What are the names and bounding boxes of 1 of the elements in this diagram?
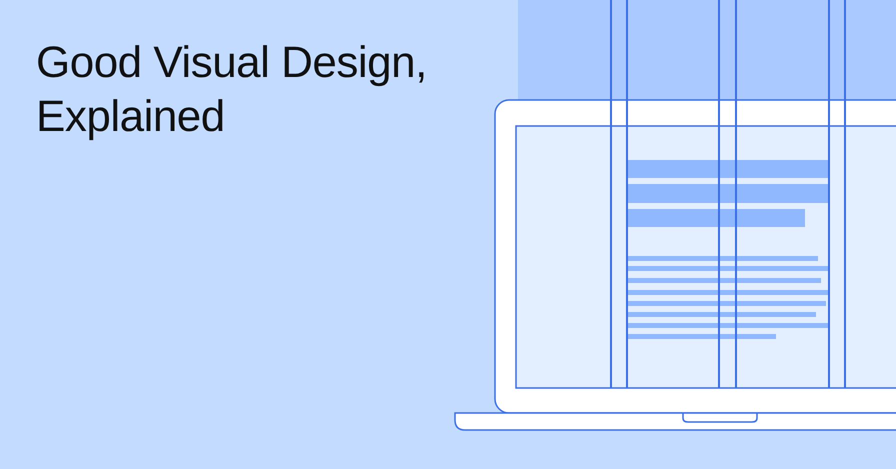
title: Good Visual Design, Explained — [36, 37, 428, 143]
